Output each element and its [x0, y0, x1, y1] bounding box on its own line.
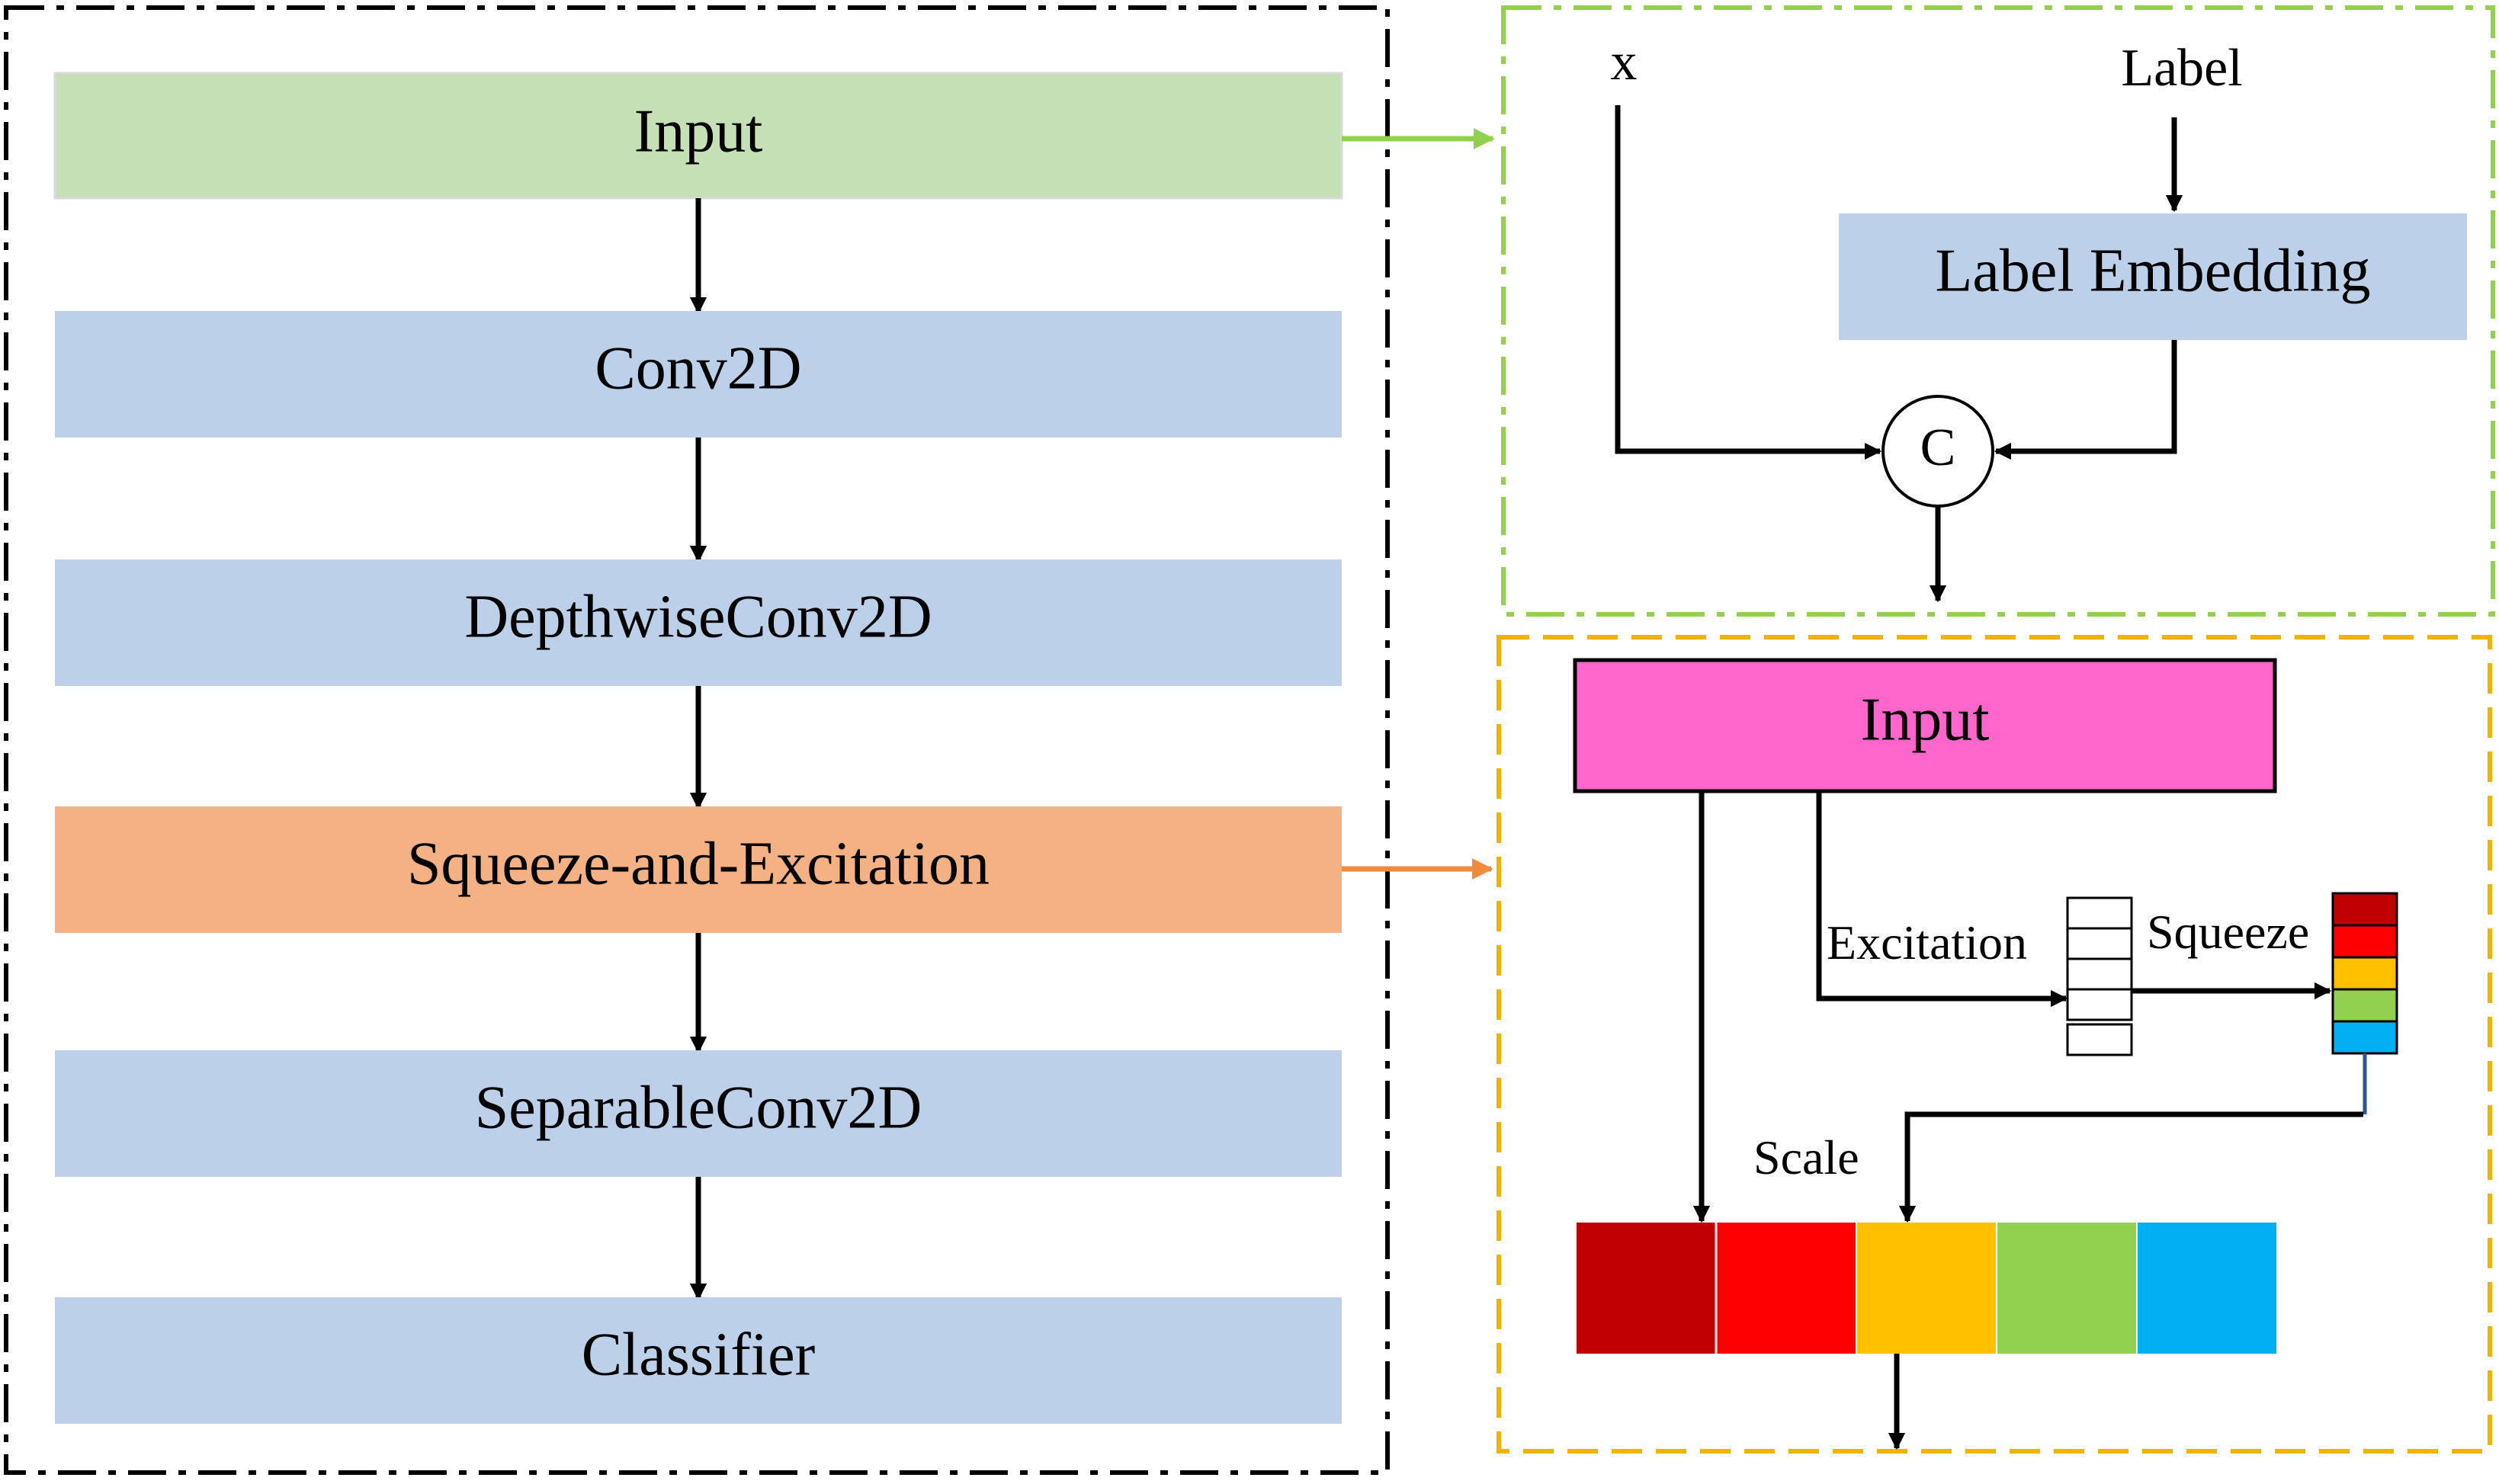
- embedding-to-concat-arrow: [1994, 340, 2177, 460]
- pipeline-block-se-box: [55, 806, 1342, 933]
- pipeline-panel-border: [4, 5, 1390, 1475]
- label-embedding-label: Label Embedding: [1936, 237, 2371, 304]
- pipeline-block-conv2d-label: Conv2D: [595, 335, 801, 402]
- pipeline-block-separableconv2d-label: SeparableConv2D: [475, 1074, 922, 1141]
- label-embedding-box: [1839, 213, 2467, 340]
- se-input-label: Input: [1861, 686, 1990, 753]
- excitation-label: Excitation: [1827, 915, 2027, 970]
- excitation-vector: [2066, 896, 2133, 1056]
- x-to-concat-arrow: [1615, 105, 1882, 460]
- pipeline-block-input-label: Input: [634, 98, 763, 165]
- pipeline-block-se-label: Squeeze-and-Excitation: [407, 830, 990, 897]
- pipeline-block-depthwiseconv2d-label: DepthwiseConv2D: [464, 583, 932, 650]
- channel-weights-vector: [2331, 892, 2398, 1055]
- se-panel-border: [1497, 635, 2492, 1454]
- pipeline-block-classifier-box: [55, 1297, 1342, 1424]
- label-input-label: Label: [2121, 39, 2242, 98]
- pipeline-block-depthwiseconv2d: DepthwiseConv2D: [55, 559, 1342, 686]
- conditioning-panel-border: [1501, 5, 2495, 617]
- pipeline-block-input: Input: [53, 72, 1343, 200]
- scale-arrow: [1898, 1111, 2363, 1223]
- pipeline-block-conv2d: Conv2D: [55, 311, 1342, 438]
- scale-label: Scale: [1753, 1130, 1859, 1184]
- pipeline-block-conv2d-box: [55, 311, 1342, 438]
- pipeline-block-separableconv2d-box: [55, 1050, 1342, 1177]
- pipeline-block-squeeze-and-excitation: Squeeze-and-Excitation: [55, 806, 1342, 933]
- pipeline-block-classifier-label: Classifier: [582, 1321, 816, 1388]
- concat-symbol: C: [1920, 418, 1956, 477]
- squeeze-label: Squeeze: [2147, 905, 2309, 959]
- scaled-feature-map: [1577, 1223, 2276, 1354]
- pipeline-block-depthwiseconv2d-box: [55, 559, 1342, 686]
- excitation-arrow: [1816, 791, 2068, 1008]
- se-input-box: [1573, 658, 2277, 793]
- pipeline-block-classifier: Classifier: [55, 1297, 1342, 1424]
- pipeline-block-separableconv2d: SeparableConv2D: [55, 1050, 1342, 1177]
- x-input-label: x: [1611, 33, 1638, 91]
